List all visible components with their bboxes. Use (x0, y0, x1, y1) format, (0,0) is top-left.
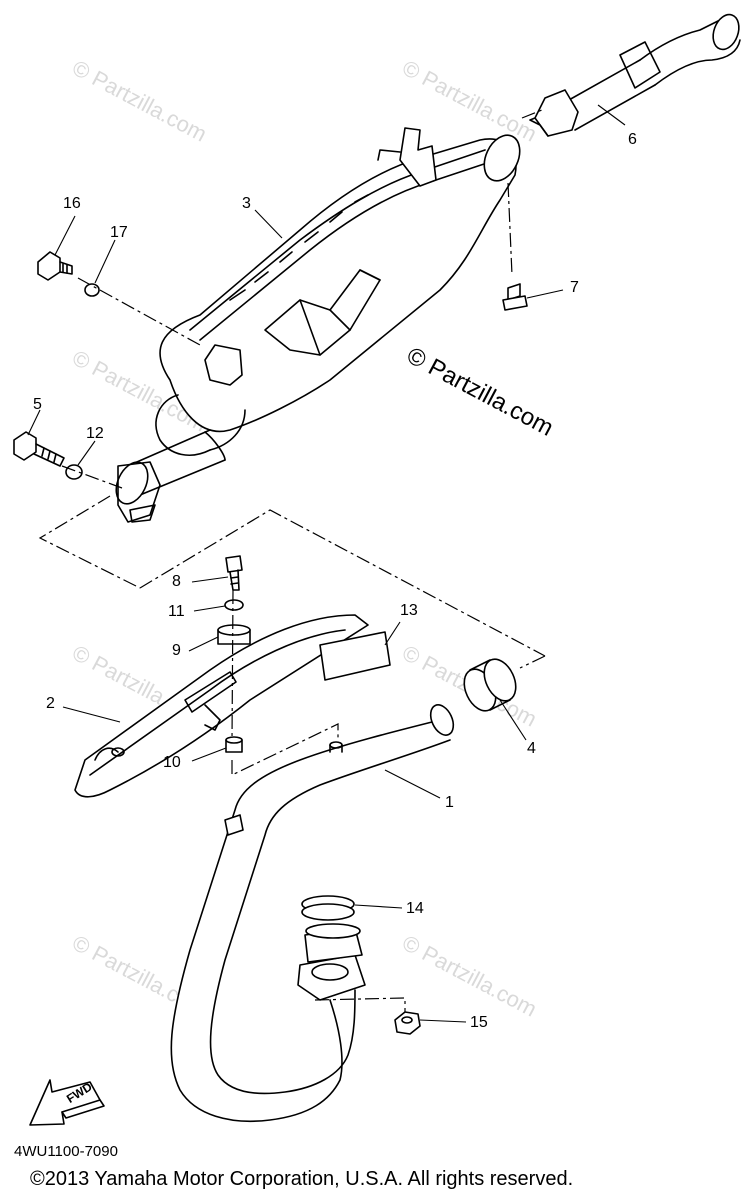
callout-1: 1 (445, 794, 454, 811)
diagram-code: 4WU1100-7090 (14, 1143, 118, 1160)
nut-15-part (394, 1011, 421, 1035)
callout-2: 2 (46, 695, 55, 712)
callout-17: 17 (110, 224, 128, 241)
callout-7: 7 (570, 279, 579, 296)
assembly-lines (38, 109, 546, 1012)
label-13-part (319, 631, 391, 681)
screw-8-part (225, 555, 243, 591)
callout-16: 16 (63, 195, 81, 212)
callout-11: 11 (168, 603, 185, 620)
fwd-arrow-icon (29, 1079, 105, 1126)
callout-5: 5 (33, 396, 42, 413)
callout-10: 10 (163, 754, 181, 771)
callout-12: 12 (86, 425, 104, 442)
callout-8: 8 (172, 573, 181, 590)
callout-13: 13 (400, 602, 418, 619)
gasket-14-part (301, 895, 355, 921)
callout-4: 4 (527, 740, 536, 757)
callout-3: 3 (242, 195, 251, 212)
callout-14: 14 (406, 900, 424, 917)
leader-lines (27, 104, 626, 1023)
bolt-5-part (13, 431, 65, 467)
callout-9: 9 (172, 642, 181, 659)
callout-15: 15 (470, 1014, 488, 1031)
copyright-notice: ©2013 Yamaha Motor Corporation, U.S.A. A… (30, 1168, 574, 1190)
exhaust-pipe-part (170, 704, 455, 1123)
gasket-4-part (463, 658, 517, 712)
collar-10-part (225, 736, 243, 753)
bolt-16-part (37, 251, 73, 281)
bolt-7-part (502, 283, 528, 311)
damper-9-part (217, 624, 251, 645)
muffler-part (115, 127, 521, 523)
washer-12-part (65, 464, 83, 480)
washer-11-part (224, 599, 244, 611)
joint-pipe-part (529, 13, 741, 137)
washer-17-part (84, 283, 100, 297)
callout-6: 6 (628, 131, 637, 148)
protector-part (74, 614, 369, 798)
